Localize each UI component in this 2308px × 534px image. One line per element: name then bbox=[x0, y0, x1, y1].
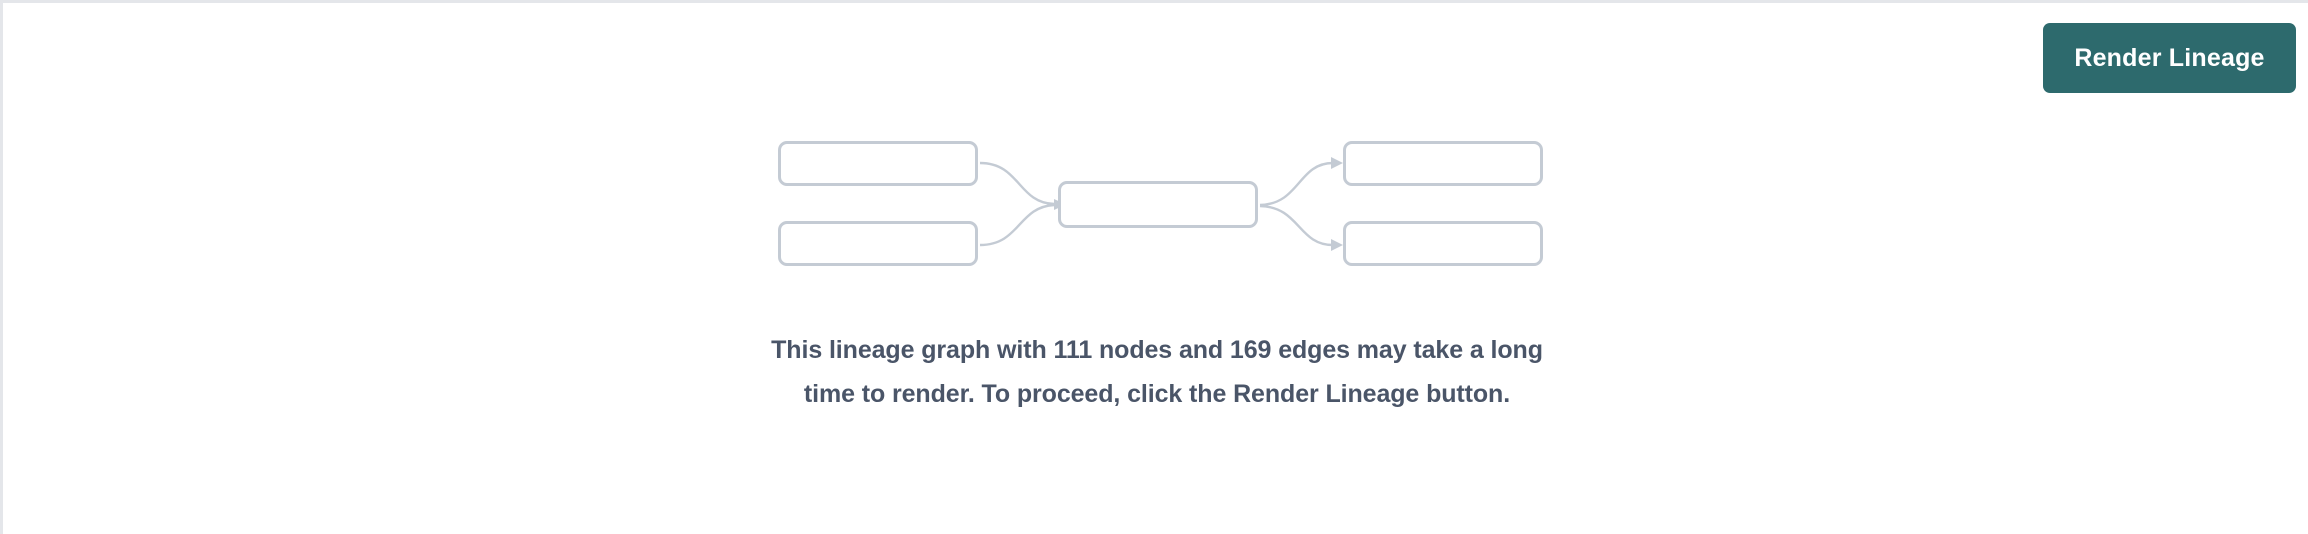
edge-center-to-right-bottom bbox=[1259, 204, 1334, 247]
edge-left-top-to-center bbox=[979, 161, 1055, 206]
lineage-warning-message: This lineage graph with 111 nodes and 16… bbox=[771, 336, 1543, 408]
placeholder-node-left-top bbox=[778, 141, 978, 186]
render-lineage-button[interactable]: Render Lineage bbox=[2043, 23, 2296, 93]
placeholder-node-left-bottom bbox=[778, 221, 978, 266]
placeholder-node-right-bottom bbox=[1343, 221, 1543, 266]
arrowhead-into-right-top bbox=[1331, 157, 1343, 169]
placeholder-edges bbox=[979, 157, 1343, 251]
placeholder-node-center bbox=[1058, 181, 1258, 228]
lineage-placeholder-illustration bbox=[3, 3, 2308, 534]
edge-left-bottom-to-center bbox=[979, 203, 1055, 247]
arrowhead-into-center bbox=[1054, 199, 1066, 210]
arrowhead-into-right-bottom bbox=[1331, 239, 1343, 251]
edge-center-to-right-top bbox=[1259, 161, 1334, 207]
placeholder-graph bbox=[768, 133, 1558, 283]
placeholder-node-right-top bbox=[1343, 141, 1543, 186]
